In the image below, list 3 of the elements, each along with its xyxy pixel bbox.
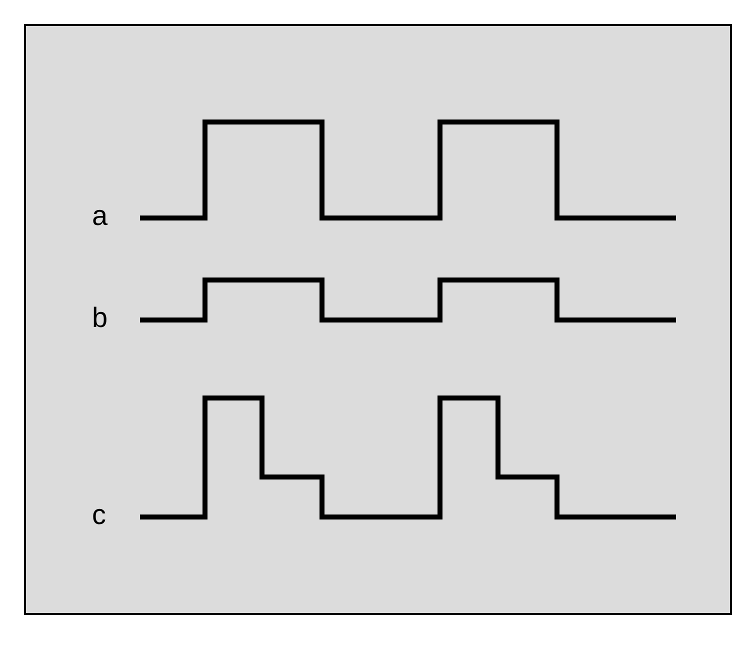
signal-label: c xyxy=(92,499,106,531)
signal-label: a xyxy=(92,200,108,232)
signal-label: b xyxy=(92,302,108,334)
